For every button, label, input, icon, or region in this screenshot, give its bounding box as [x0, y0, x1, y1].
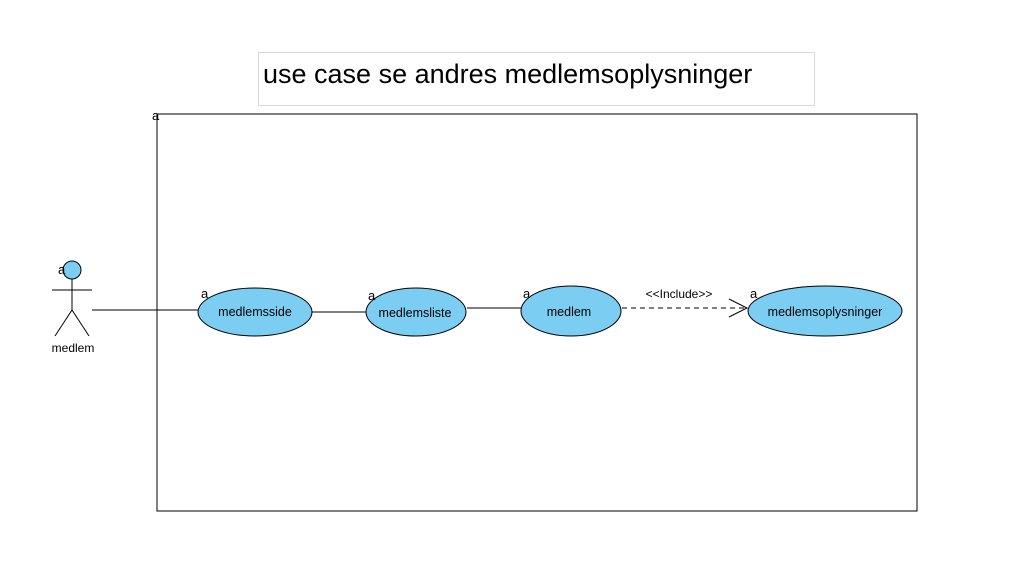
include-arrowhead [728, 298, 749, 318]
use-case-label: medlemsside [218, 305, 292, 319]
actor-label: medlem [52, 341, 95, 355]
include-stereotype-label: <<Include>> [646, 287, 713, 301]
actor-head [62, 260, 82, 280]
diagram-title: use case se andres medlemsoplysninger [263, 59, 753, 89]
actor-marker: a [58, 262, 66, 277]
use-case-label: medlemsliste [379, 306, 452, 320]
system-boundary [156, 113, 918, 512]
use-case-label: medlem [547, 305, 591, 319]
use-case-marker: a [523, 286, 531, 301]
use-case-marker: a [201, 286, 209, 301]
use-case-label: medlemsoplysninger [768, 305, 883, 319]
use-case-marker: a [750, 286, 758, 301]
use-case-ellipse [365, 287, 467, 337]
use-case-medlemsliste[interactable]: a medlemsliste [365, 287, 467, 337]
use-case-medlem[interactable]: a medlem [520, 285, 622, 337]
actor-medlem[interactable]: a medlem [52, 260, 95, 355]
use-case-ellipse [520, 285, 622, 337]
actor-left-leg [54, 309, 73, 337]
actor-right-leg [71, 309, 90, 337]
use-case-medlemsoplysninger[interactable]: a medlemsoplysninger [747, 285, 903, 337]
diagram-title-box: use case se andres medlemsoplysninger [258, 52, 815, 106]
use-case-medlemsside[interactable]: a medlemsside [197, 286, 313, 337]
use-case-marker: a [368, 288, 376, 303]
system-boundary-marker: a [152, 108, 160, 123]
use-case-ellipse [747, 285, 903, 337]
use-case-ellipse [197, 287, 313, 337]
